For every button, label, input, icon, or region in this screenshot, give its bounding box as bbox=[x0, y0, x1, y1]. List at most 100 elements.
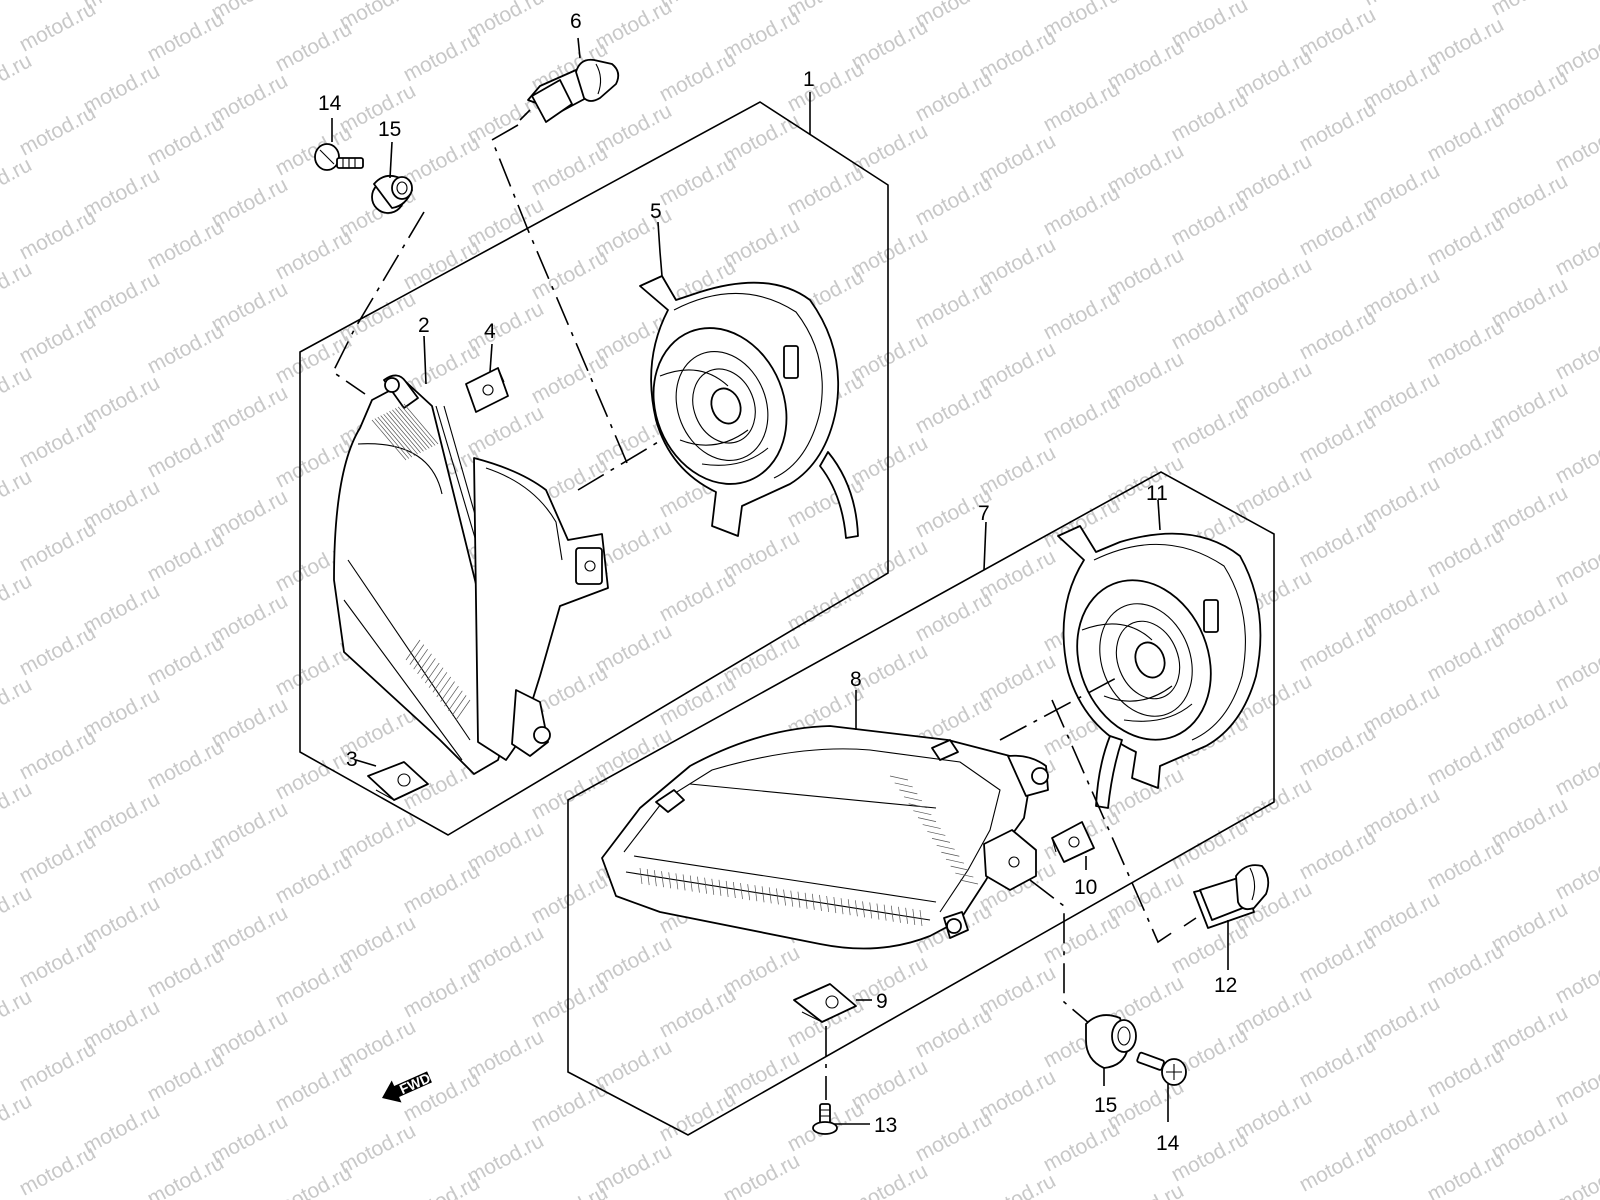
watermark-text: motod.ru bbox=[1488, 0, 1572, 20]
socket-cover-upper bbox=[639, 275, 859, 539]
watermark-text: motod.ru bbox=[1424, 419, 1508, 478]
watermark-text: motod.ru bbox=[1552, 117, 1600, 176]
watermark-text: motod.ru bbox=[0, 881, 36, 940]
watermark-text: motod.ru bbox=[1424, 1043, 1508, 1102]
watermark-text: motod.ru bbox=[528, 141, 612, 200]
watermark-text: motod.ru bbox=[400, 27, 484, 86]
callout-10: 10 bbox=[1074, 876, 1097, 899]
watermark-text: motod.ru bbox=[272, 1161, 356, 1200]
callout-3: 3 bbox=[346, 748, 358, 771]
watermark-text: motod.ru bbox=[1040, 909, 1124, 968]
watermark-text: motod.ru bbox=[16, 621, 100, 680]
watermark-text: motod.ru bbox=[144, 527, 228, 586]
leader-lines bbox=[331, 37, 1229, 1125]
watermark-text: motod.ru bbox=[1552, 325, 1600, 384]
watermark-text: motod.ru bbox=[1168, 295, 1252, 354]
watermark-text: motod.ru bbox=[1104, 1179, 1188, 1200]
watermark-text: motod.ru bbox=[144, 1151, 228, 1200]
watermark-text: motod.ru bbox=[16, 0, 100, 56]
watermark-text: motod.ru bbox=[1424, 107, 1508, 166]
watermark-text: motod.ru bbox=[272, 225, 356, 284]
watermark-text: motod.ru bbox=[0, 985, 36, 1044]
callout-2: 2 bbox=[418, 314, 430, 337]
watermark-text: motod.ru bbox=[16, 829, 100, 888]
watermark-text: motod.ru bbox=[144, 631, 228, 690]
watermark-text: motod.ru bbox=[1168, 191, 1252, 250]
nut-clip-lower bbox=[793, 983, 857, 1023]
watermark-text: motod.ru bbox=[16, 1037, 100, 1096]
watermark-text: motod.ru bbox=[912, 171, 996, 230]
bulb-lower bbox=[1183, 864, 1270, 929]
callout-labels: 1 2 3 4 5 6 7 8 9 10 11 12 13 14 14 15 1… bbox=[318, 10, 1237, 1155]
watermark-text: motod.ru bbox=[1552, 221, 1600, 280]
watermark-text: motod.ru bbox=[784, 161, 868, 220]
callout-12: 12 bbox=[1214, 974, 1237, 997]
callout-5: 5 bbox=[650, 200, 662, 223]
callout-15-lower: 15 bbox=[1094, 1094, 1117, 1117]
callout-6: 6 bbox=[570, 10, 582, 33]
screw-bottom bbox=[812, 1103, 838, 1135]
watermark-text: motod.ru bbox=[1040, 181, 1124, 240]
watermark-text: motod.ru bbox=[1040, 285, 1124, 344]
watermark-text: motod.ru bbox=[1168, 87, 1252, 146]
watermark-text: motod.ru bbox=[272, 17, 356, 76]
watermark-text: motod.ru bbox=[1040, 1117, 1124, 1176]
watermark-text: motod.ru bbox=[912, 275, 996, 334]
nut-clip-left bbox=[367, 761, 429, 801]
watermark-text: motod.ru bbox=[0, 673, 36, 732]
watermark-text: motod.ru bbox=[0, 569, 36, 628]
watermark-text: motod.ru bbox=[1296, 305, 1380, 364]
callout-11: 11 bbox=[1146, 482, 1168, 505]
watermark-text: motod.ru bbox=[1296, 1137, 1380, 1196]
nut-clip-right bbox=[1051, 821, 1095, 863]
watermark-text: motod.ru bbox=[976, 1169, 1060, 1200]
watermark-text: motod.ru bbox=[16, 1141, 100, 1200]
watermark-text: motod.ru bbox=[528, 1181, 612, 1200]
watermark-text: motod.ru bbox=[1296, 97, 1380, 156]
watermark-text: motod.ru bbox=[0, 153, 36, 212]
watermark-text: motod.ru bbox=[1552, 429, 1600, 488]
watermark-text: motod.ru bbox=[912, 67, 996, 126]
watermark-text: motod.ru bbox=[0, 1089, 36, 1148]
connector-11-to-12 bbox=[1051, 699, 1177, 944]
watermark-text: motod.ru bbox=[16, 933, 100, 992]
watermark-text: motod.ru bbox=[528, 1077, 612, 1136]
watermark-text: motod.ru bbox=[16, 725, 100, 784]
callout-13: 13 bbox=[874, 1114, 897, 1137]
watermark-text: motod.ru bbox=[400, 235, 484, 294]
screw-upper bbox=[314, 143, 364, 171]
watermark-text: motod.ru bbox=[1168, 1127, 1252, 1186]
watermark-text: motod.ru bbox=[1040, 389, 1124, 448]
watermark-text: motod.ru bbox=[0, 257, 36, 316]
watermark-text: motod.ru bbox=[16, 413, 100, 472]
watermark-text: motod.ru bbox=[1552, 1157, 1600, 1200]
watermark-text: motod.ru bbox=[528, 349, 612, 408]
watermark-text: motod.ru bbox=[400, 859, 484, 918]
watermark-text: motod.ru bbox=[16, 205, 100, 264]
watermark-text: motod.ru bbox=[144, 7, 228, 66]
watermark-text: motod.ru bbox=[1296, 617, 1380, 676]
watermark-text: motod.ru bbox=[1296, 929, 1380, 988]
watermark-text: motod.ru bbox=[144, 423, 228, 482]
bulb-upper bbox=[519, 58, 620, 123]
watermark-text: motod.ru bbox=[0, 0, 36, 4]
watermark-text: motod.ru bbox=[272, 329, 356, 388]
watermark-text: motod.ru bbox=[1296, 1033, 1380, 1092]
watermark-text: motod.ru bbox=[720, 1149, 804, 1200]
watermark-text: motod.ru bbox=[0, 777, 36, 836]
watermark-text: motod.ru bbox=[272, 745, 356, 804]
watermark-text: motod.ru bbox=[144, 943, 228, 1002]
callout-15-upper: 15 bbox=[378, 118, 401, 141]
watermark-text: motod.ru bbox=[1424, 523, 1508, 582]
watermark-text: motod.ru bbox=[912, 1003, 996, 1062]
watermark-text: motod.ru bbox=[0, 49, 36, 108]
watermark-text: motod.ru bbox=[1296, 201, 1380, 260]
watermark-text: motod.ru bbox=[656, 567, 740, 626]
watermark-text: motod.ru bbox=[656, 1087, 740, 1146]
watermark-text: motod.ru bbox=[144, 215, 228, 274]
watermark-text: motod.ru bbox=[1424, 1147, 1508, 1200]
watermark-text: motod.ru bbox=[1168, 815, 1252, 874]
watermark-text: motod.ru bbox=[272, 1057, 356, 1116]
watermark-text: motod.ru bbox=[656, 47, 740, 106]
watermark-text: motod.ru bbox=[144, 319, 228, 378]
